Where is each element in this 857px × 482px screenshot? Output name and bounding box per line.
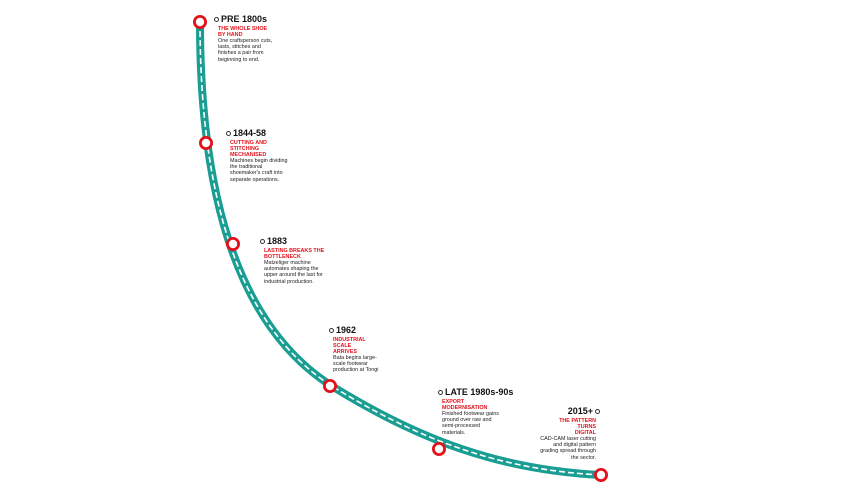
milestone-heading: INDUSTRIAL SCALE ARRIVES — [333, 337, 366, 355]
milestone-heading: THE WHOLE SHOE BY HAND — [218, 26, 268, 38]
milestone-description: Bata begins large-scale footwear product… — [333, 355, 379, 374]
milestone-date: 1883 — [258, 236, 326, 246]
milestone-date: PRE 1800s — [212, 14, 274, 24]
milestone-heading: THE PATTERN TURNS DIGITAL — [559, 418, 596, 436]
milestone-date: 1844-58 — [224, 128, 290, 138]
milestone-description: CAD-CAM laser cutting and digital patter… — [540, 436, 596, 461]
bullet-icon — [214, 17, 219, 23]
bullet-icon — [595, 409, 600, 415]
milestone-pre-1800s: PRE 1800s THE WHOLE SHOE BY HAND One cra… — [212, 14, 274, 63]
milestone-date: 2015+ — [540, 406, 602, 416]
milestone-1883: 1883 LASTING BREAKS THE BOTTLENECK Matze… — [258, 236, 326, 285]
milestone-date: 1962 — [327, 325, 379, 335]
bullet-icon — [260, 239, 265, 245]
milestone-marker-4 — [431, 441, 446, 456]
bullet-icon — [329, 328, 334, 334]
milestone-2015-plus: 2015+ THE PATTERN TURNS DIGITAL CAD-CAM … — [540, 406, 602, 461]
milestone-1962: 1962 INDUSTRIAL SCALE ARRIVES Bata begin… — [327, 325, 379, 374]
milestone-1844-58: 1844-58 CUTTING AND STITCHING MECHANISED… — [224, 128, 290, 183]
milestone-marker-2 — [225, 236, 240, 251]
milestone-description: Machines begin dividing the traditional … — [230, 158, 288, 183]
milestone-description: One craftsperson cuts, lasts, stitches a… — [218, 38, 273, 63]
milestone-marker-3 — [322, 378, 337, 393]
milestone-marker-5 — [594, 467, 609, 482]
milestone-description: Matzeliger machine automates shaping the… — [264, 260, 323, 285]
milestone-date: LATE 1980s-90s — [436, 387, 513, 397]
milestone-heading: CUTTING AND STITCHING MECHANISED — [230, 140, 267, 158]
bullet-icon — [226, 131, 231, 137]
timeline-curve-dashes — [199, 21, 602, 476]
bullet-icon — [438, 390, 443, 396]
milestone-heading: LASTING BREAKS THE BOTTLENECK — [264, 248, 325, 260]
milestone-marker-1 — [198, 135, 213, 150]
milestone-heading: EXPORT MODERNISATION — [442, 399, 488, 411]
milestone-marker-0 — [192, 14, 207, 29]
milestone-description: Finished footwear gains ground over raw … — [442, 411, 499, 436]
milestone-late-1980s-90s: LATE 1980s-90s EXPORT MODERNISATION Fini… — [436, 387, 513, 436]
